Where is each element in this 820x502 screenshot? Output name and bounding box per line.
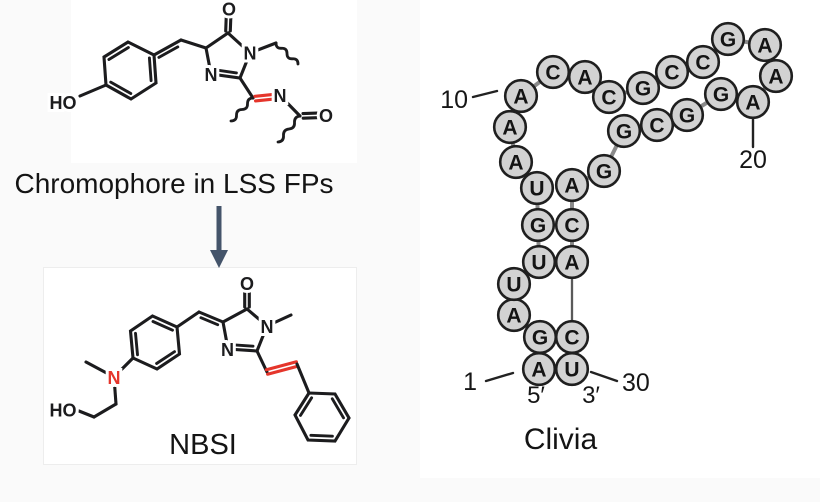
nucleotide-circle-28 bbox=[554, 244, 590, 280]
nucleotide-letter-26: A bbox=[564, 175, 579, 198]
nucleotide-circle-24 bbox=[606, 113, 642, 149]
nucleotide-circle-6 bbox=[520, 207, 556, 243]
rna-position-labels: 5′ 3′ 10 20 1 30 bbox=[440, 86, 767, 409]
chromophore-structure: HO O N N N O bbox=[47, 0, 336, 144]
nucleotide-letter-30: U bbox=[564, 359, 579, 382]
nucleotide-circle-17 bbox=[710, 21, 746, 57]
chromophore-caption: Chromophore in LSS FPs bbox=[14, 168, 334, 199]
ring-n3-atom-label: N bbox=[205, 65, 218, 85]
position-tick-30 bbox=[589, 370, 619, 383]
position-tick-10 bbox=[471, 89, 499, 99]
carbonyl-o-atom-label: O bbox=[240, 274, 254, 294]
nucleotide-circle-26 bbox=[554, 167, 590, 203]
nucleotide-letter-1: A bbox=[531, 359, 546, 382]
position-tick-1 bbox=[484, 371, 515, 383]
clivia-caption: Clivia bbox=[523, 423, 598, 456]
nucleotide-circle-22 bbox=[669, 97, 705, 133]
nucleotide-letter-11: C bbox=[545, 62, 560, 85]
nucleotide-circle-9 bbox=[492, 109, 528, 145]
nucleotide-circle-21 bbox=[703, 76, 739, 112]
nucleotide-letter-28: A bbox=[564, 252, 579, 275]
nucleotide-letter-13: C bbox=[601, 87, 616, 110]
nucleotide-circle-20 bbox=[735, 84, 771, 120]
nucleotide-letter-12: A bbox=[577, 67, 592, 90]
truncation-squiggle bbox=[276, 114, 302, 144]
nucleotide-letter-2: G bbox=[532, 327, 548, 350]
ho-atom-label: HO bbox=[50, 93, 77, 113]
nbsi-structure: O N N N HO bbox=[47, 271, 351, 443]
five-prime-label: 5′ bbox=[527, 382, 545, 409]
nucleotide-circle-10 bbox=[503, 78, 539, 114]
nucleotide-letter-5: U bbox=[531, 252, 546, 275]
red-vinyl-bond bbox=[266, 364, 300, 376]
nucleotide-letter-8: A bbox=[508, 152, 523, 175]
nucleotide-letter-9: A bbox=[502, 117, 517, 140]
nucleotide-letter-14: G bbox=[635, 78, 651, 101]
imidazolinone-ring bbox=[221, 307, 269, 353]
nucleotide-letter-4: U bbox=[506, 274, 521, 297]
nucleotide-circle-30 bbox=[554, 351, 590, 387]
three-prime-label: 3′ bbox=[582, 382, 600, 409]
nucleotide-letter-20: A bbox=[745, 92, 760, 115]
nucleotide-letter-15: C bbox=[664, 62, 679, 85]
rna-panel-bg bbox=[420, 0, 820, 478]
red-vinyl-bond bbox=[264, 360, 298, 372]
position-label-20: 20 bbox=[739, 146, 767, 174]
nucleotide-circle-19 bbox=[758, 58, 794, 94]
imine-n-atom-label: N bbox=[274, 86, 287, 106]
nucleotide-circle-15 bbox=[654, 54, 690, 90]
nucleotide-letter-3: A bbox=[506, 305, 521, 328]
nucleotide-circle-25 bbox=[586, 153, 622, 189]
ring-n1-atom-label: N bbox=[261, 317, 274, 337]
position-label-10: 10 bbox=[440, 86, 468, 114]
truncation-squiggle bbox=[229, 96, 255, 123]
ring-n1-atom-label: N bbox=[244, 43, 257, 63]
nucleotide-circle-12 bbox=[567, 59, 603, 95]
nucleotide-circle-27 bbox=[554, 207, 590, 243]
nucleotide-letter-16: C bbox=[695, 52, 710, 75]
red-imine-bond bbox=[253, 97, 275, 103]
chromophore-panel-bg bbox=[71, 0, 357, 163]
down-arrow-icon bbox=[210, 206, 228, 268]
nbsi-caption: NBSI bbox=[169, 429, 237, 461]
styryl-phenyl-ring bbox=[293, 391, 351, 443]
nucleotide-letter-18: A bbox=[757, 35, 772, 58]
nucleotide-letter-19: A bbox=[768, 66, 783, 89]
amide-o-atom-label: O bbox=[319, 106, 333, 126]
amine-n-atom-label: N bbox=[108, 368, 121, 388]
position-label-1: 1 bbox=[463, 368, 477, 396]
nucleotide-letter-25: G bbox=[596, 161, 612, 184]
nucleotide-circle-8 bbox=[498, 144, 534, 180]
nucleotide-circle-23 bbox=[639, 107, 675, 143]
nucleotide-circle-16 bbox=[685, 44, 721, 80]
truncation-squiggle bbox=[274, 41, 300, 66]
nucleotide-letter-24: G bbox=[616, 121, 632, 144]
nucleotide-circle-14 bbox=[625, 70, 661, 106]
nucleotide-letter-22: G bbox=[679, 105, 695, 128]
nucleotide-circle-7 bbox=[519, 170, 555, 206]
red-imine-bond bbox=[253, 93, 274, 98]
nucleotide-letter-23: C bbox=[649, 115, 664, 138]
nucleotide-letter-27: C bbox=[564, 215, 579, 238]
nucleotide-circle-18 bbox=[747, 27, 783, 63]
nucleotide-letter-17: G bbox=[720, 29, 736, 52]
ring-n3-atom-label: N bbox=[221, 340, 234, 360]
ho-atom-label: HO bbox=[50, 400, 77, 420]
nucleotide-letter-29: C bbox=[564, 327, 579, 350]
imidazolinone-ring bbox=[204, 31, 252, 80]
nucleotide-letter-21: G bbox=[713, 84, 729, 107]
phenol-ring bbox=[102, 40, 158, 101]
position-label-30: 30 bbox=[622, 369, 650, 397]
nucleotide-letter-6: G bbox=[530, 215, 546, 238]
nucleotide-circle-4 bbox=[496, 266, 532, 302]
nucleotide-letter-10: A bbox=[513, 86, 528, 109]
nucleotide-circle-13 bbox=[591, 79, 627, 115]
carbonyl-o-atom-label: O bbox=[222, 0, 236, 19]
nucleotide-letter-7: U bbox=[529, 178, 544, 201]
nucleotide-circle-5 bbox=[521, 244, 557, 280]
